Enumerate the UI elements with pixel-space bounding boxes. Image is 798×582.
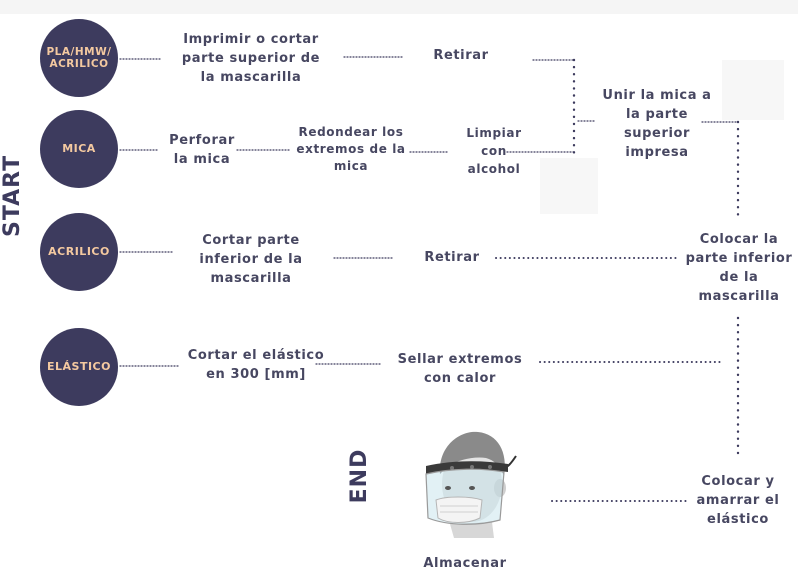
face-shield-icon [425,431,517,538]
circle-elastico: ELÁSTICO [40,328,118,406]
step-redondear: Redondear los extremos de la mica [296,125,406,173]
circle-acrilico: ACRILICO [40,213,118,291]
step-almacenar: Almacenar [423,556,507,571]
step-cortar-inferior: Cortar parte inferior de la mascarilla [199,233,303,286]
circle-label: MICA [62,142,96,155]
step-colocar-inferior: Colocar la parte inferior de la mascaril… [685,232,793,304]
circle-label: PLA/HMW/ ACRILICO [46,46,112,70]
step-retirar-2: Retirar [424,250,480,265]
step-retirar-1: Retirar [433,48,489,63]
start-label: START [0,154,25,237]
placeholder-box-1 [722,60,784,120]
circle-mica: MICA [40,110,118,188]
circle-pla-hmw-acrilico: PLA/HMW/ ACRILICO [40,19,118,97]
circle-label: ACRILICO [48,245,110,258]
step-sellar: Sellar extremos con calor [397,352,523,386]
step-colocar-elastico: Colocar y amarrar el elástico [696,474,780,527]
step-unir: Unir la mica a la parte superior impresa [602,88,712,160]
step-perforar: Perforar la mica [169,133,235,167]
placeholder-box-2 [540,158,598,214]
step-cortar-elastico: Cortar el elástico en 300 [mm] [187,348,325,382]
step-imprimir: Imprimir o cortar parte superior de la m… [181,32,321,85]
end-label: END [347,448,372,504]
top-band [0,0,798,14]
circle-label: ELÁSTICO [47,360,111,373]
step-limpiar: Limpiar con alcohol [466,126,522,176]
